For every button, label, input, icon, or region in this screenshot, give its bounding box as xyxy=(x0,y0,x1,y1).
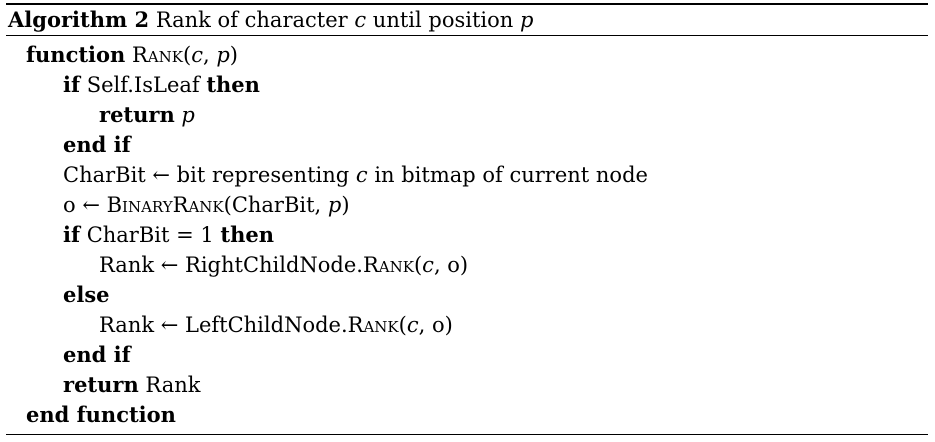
caption-text-middle: until position xyxy=(366,8,520,32)
statement-text: Rank ← LeftChildNode. xyxy=(99,313,348,337)
arg-p: p xyxy=(216,43,230,67)
var-p: p xyxy=(327,193,342,217)
caption-var-c: c xyxy=(354,8,367,32)
var-p: p xyxy=(181,103,195,127)
top-rule xyxy=(6,3,928,5)
statement-text: in bitmap of current node xyxy=(367,163,648,187)
statement-text: ( xyxy=(413,253,423,277)
caption-text-before: Rank of character xyxy=(155,8,355,32)
procedure-name: Rank xyxy=(362,253,414,277)
line-end-if: end if xyxy=(6,130,928,160)
line-return-p: return p xyxy=(6,100,928,130)
var-c: c xyxy=(355,163,368,187)
condition: Self.IsLeaf xyxy=(80,73,207,97)
caption-rule xyxy=(6,35,928,36)
line-end-function: end function xyxy=(6,400,928,430)
algorithm-body: function Rank(c, p) if Self.IsLeaf then … xyxy=(6,36,928,434)
keyword: end function xyxy=(26,402,176,427)
statement-text: o ← xyxy=(63,193,107,217)
caption-var-p: p xyxy=(519,8,534,32)
procedure-name: BinaryRank xyxy=(106,193,224,217)
keyword: end if xyxy=(63,132,131,157)
keyword: if xyxy=(63,72,81,97)
procedure-name: Rank xyxy=(132,43,183,67)
keyword: end if xyxy=(63,342,131,367)
arg-c: c xyxy=(191,43,203,67)
condition: CharBit = 1 xyxy=(80,223,221,247)
statement-text: Rank ← RightChildNode. xyxy=(99,253,363,277)
caption-label: Algorithm 2 xyxy=(8,7,150,32)
return-value: Rank xyxy=(138,373,201,397)
separator: , xyxy=(202,43,217,67)
line-end-if-2: end if xyxy=(6,340,928,370)
keyword: return xyxy=(63,372,139,397)
statement-text: , o) xyxy=(433,253,469,277)
keyword: return xyxy=(99,102,175,127)
keyword: function xyxy=(26,42,126,67)
line-rank-left: Rank ← LeftChildNode.Rank(c, o) xyxy=(6,310,928,340)
statement-text: ) xyxy=(341,193,350,217)
line-rank-right: Rank ← RightChildNode.Rank(c, o) xyxy=(6,250,928,280)
statement-text: (CharBit, xyxy=(223,193,328,217)
line-if-charbit: if CharBit = 1 then xyxy=(6,220,928,250)
keyword: if xyxy=(63,222,81,247)
keyword: then xyxy=(220,222,275,247)
paren: ) xyxy=(229,43,238,67)
var-c: c xyxy=(422,253,434,277)
statement-text: ( xyxy=(398,313,407,337)
procedure-name: Rank xyxy=(347,313,399,337)
statement-text: CharBit ← bit representing xyxy=(63,163,356,187)
line-function-header: function Rank(c, p) xyxy=(6,40,928,70)
statement-text: , o) xyxy=(418,313,453,337)
keyword: else xyxy=(63,282,110,307)
keyword: then xyxy=(206,72,260,97)
bottom-rule xyxy=(6,434,928,435)
line-if-leaf: if Self.IsLeaf then xyxy=(6,70,928,100)
line-charbit-assign: CharBit ← bit representing c in bitmap o… xyxy=(6,160,928,190)
algorithm-block: Algorithm 2 Rank of character c until po… xyxy=(6,3,928,435)
line-return-rank: return Rank xyxy=(6,370,928,400)
algorithm-caption: Algorithm 2 Rank of character c until po… xyxy=(6,5,928,35)
line-else: else xyxy=(6,280,928,310)
paren: ( xyxy=(182,43,192,67)
line-binaryrank-assign: o ← BinaryRank(CharBit, p) xyxy=(6,190,928,220)
var-c: c xyxy=(406,313,419,337)
